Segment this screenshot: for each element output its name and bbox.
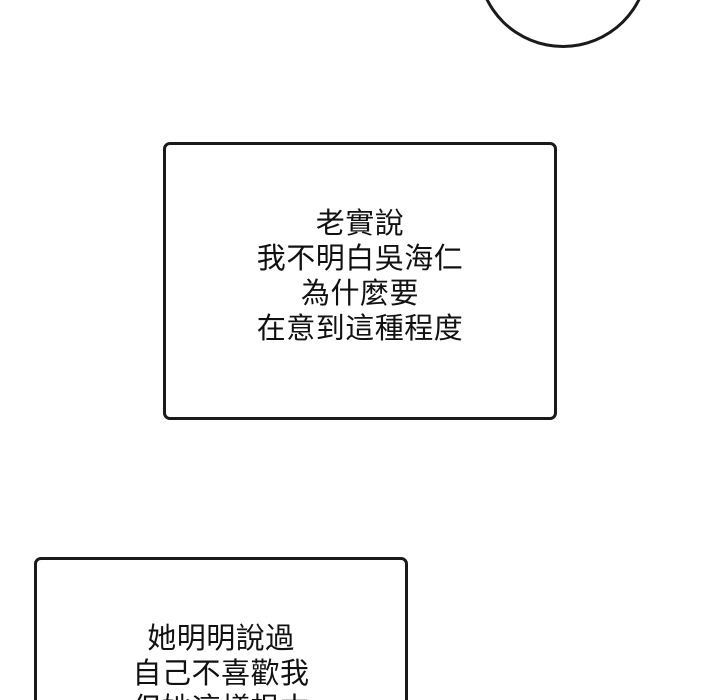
upper-speech-balloon-text: 老實說 我不明白吳海仁 為什麼要 在意到這種程度 <box>256 206 464 345</box>
round-balloon-top <box>477 0 649 48</box>
lower-speech-balloon-text: 她明明說過 自己不喜歡我 但她這樣根本 <box>132 621 310 700</box>
upper-speech-balloon: 老實說 我不明白吳海仁 為什麼要 在意到這種程度 <box>163 142 557 420</box>
lower-speech-balloon: 她明明說過 自己不喜歡我 但她這樣根本 <box>34 557 408 700</box>
